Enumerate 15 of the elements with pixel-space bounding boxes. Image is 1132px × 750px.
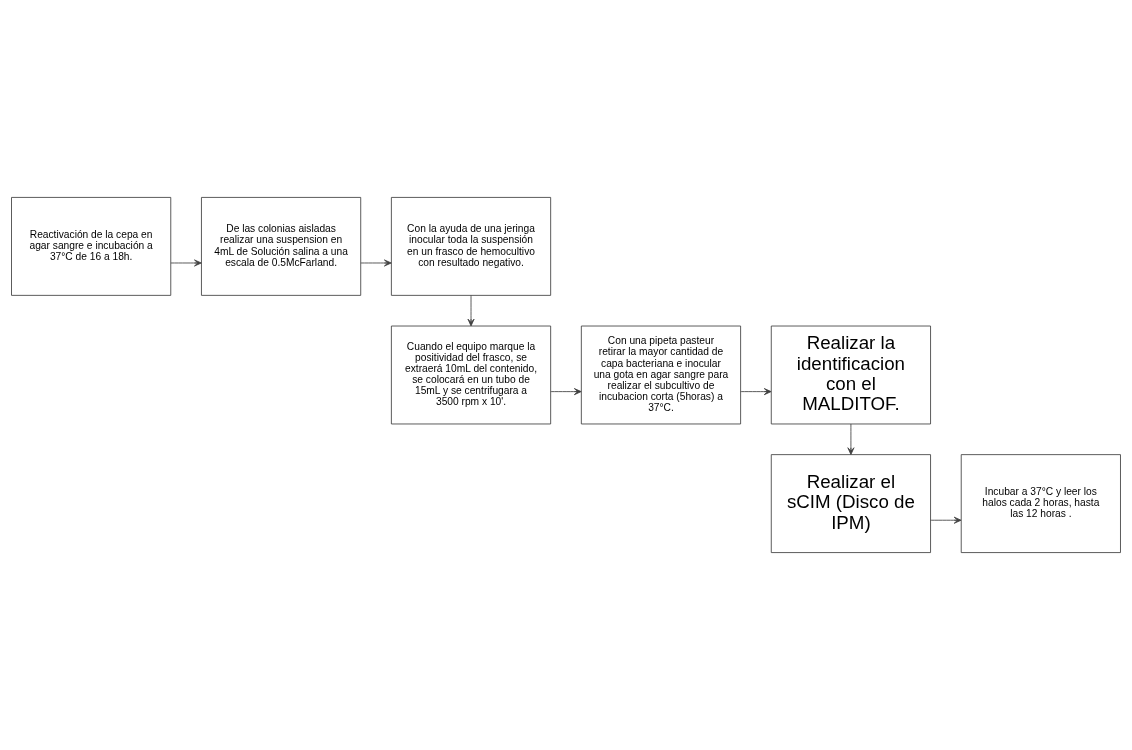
node-box: Con una pipeta pasteur retirar la mayor cantidad de capa bacteriana e inocular una gota en agar sangre para realizar el subcultivo de incubacion corta (5horas) a 37°C. [580,325,742,425]
arrow [847,423,855,455]
node-box: Realizar el sCIM (Disco de IPM) [770,454,931,553]
node-box: Reactivación de la cepa en agar sangre e incubación a 37°C de 16 a 18h. [11,197,172,296]
node-box: Con la ayuda de una jeringa inocular toda la suspensión en un frasco de hemocultivo con resultado negativo. [390,197,552,296]
arrow [170,259,202,267]
node-box: Incubar a 37°C y leer los halos cada 2 horas, hasta las 12 horas . [960,454,1121,553]
arrow [740,388,772,396]
node-box: De las colonias aisladas realizar una suspension en 4mL de Solución salina a una escala de 0.5McFarland. [201,197,362,296]
node-box: Cuando el equipo marque la positividad del frasco, se extraerá 10mL del contenido, se colocará en un tubo de 15mL y se centrifugara a 3500 rpm x 10'. [390,325,552,425]
arrow [467,294,475,327]
arrow [360,259,392,267]
arrow [930,516,962,524]
node-box: Realizar la identificacion con el MALDITOF. [770,325,931,425]
arrow [550,388,582,396]
